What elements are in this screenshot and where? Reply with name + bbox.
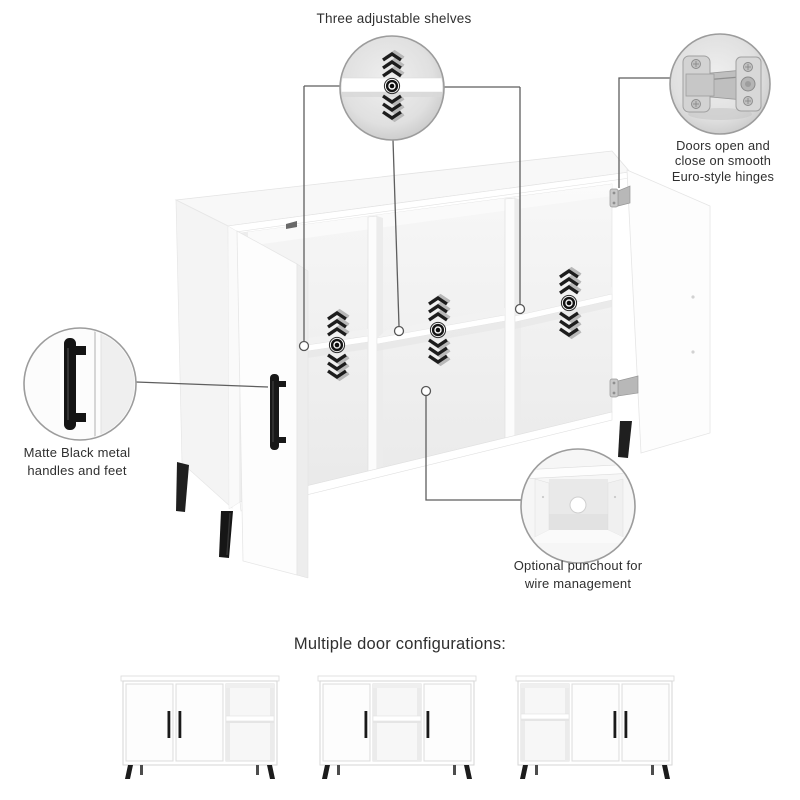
thumb-handle-icon: [167, 711, 171, 738]
thumb-door: [571, 683, 620, 762]
handles-callout-label: Matte Black metal handles and feet: [23, 445, 131, 478]
handle-callout-lens: [23, 327, 137, 441]
punchout-callout-lens: [520, 448, 636, 564]
door-handle-icon: [270, 374, 286, 450]
thumb-door: [423, 683, 472, 762]
thumb-handle-icon: [364, 711, 368, 738]
left-door-open: [236, 221, 309, 579]
euro-hinge-icon: [682, 55, 762, 120]
cabinet-left-panel: [175, 199, 233, 509]
hinges-callout-label: Doors open and close on smooth Euro-styl…: [671, 138, 775, 184]
main-cabinet: [174, 150, 711, 579]
right-door-open: [626, 169, 711, 454]
thumb-open-shelf-cell: [225, 683, 275, 762]
endpoint-dot: [393, 325, 405, 337]
config-variant-door-open-door: [317, 675, 477, 779]
thumb-feet: [125, 765, 275, 779]
thumb-door: [322, 683, 371, 762]
metal-foot-icon: [618, 421, 632, 458]
connector-hinge: [618, 77, 671, 188]
euro-hinge-icon: [609, 375, 639, 398]
thumb-door: [125, 683, 174, 762]
configurations-heading: Multiple door configurations:: [293, 635, 507, 653]
thumb-door: [621, 683, 670, 762]
connector-endpoints: [298, 303, 526, 397]
connector-shelf2: [392, 139, 400, 327]
thumb-feet: [322, 765, 472, 779]
punchout-hole-icon: [522, 463, 634, 543]
thumb-open-shelf-cell: [520, 683, 570, 762]
thumb-handle-icon: [426, 711, 430, 738]
metal-foot-icon: [219, 511, 233, 558]
shelves-callout-lens: [339, 35, 445, 141]
hinge-callout-lens: [669, 33, 771, 135]
thumb-handle-icon: [613, 711, 617, 738]
thumb-handle-icon: [178, 711, 182, 738]
connector-punchout: [425, 396, 521, 501]
punchout-callout-label: Optional punchout for wire management: [513, 558, 643, 591]
thumb-door: [175, 683, 224, 762]
endpoint-dot: [514, 303, 526, 315]
thumb-handle-icon: [624, 711, 628, 738]
config-variant-door-door-open: [120, 675, 280, 779]
divider-right: [504, 197, 516, 440]
euro-hinge-icon: [609, 185, 631, 208]
endpoint-dot: [420, 385, 432, 397]
thumb-feet: [520, 765, 670, 779]
connector-handle: [135, 381, 269, 388]
config-variant-open-door-door: [515, 675, 675, 779]
cabinet-feet: [176, 421, 632, 558]
left-door-hinge-icon: [286, 221, 297, 229]
metal-foot-icon: [176, 462, 189, 512]
callout-connectors: [135, 77, 671, 501]
shelves-callout-label: Three adjustable shelves: [316, 11, 472, 26]
thumb-open-shelf-cell: [372, 683, 422, 762]
endpoint-dot: [298, 340, 310, 352]
divider-left: [367, 215, 378, 472]
